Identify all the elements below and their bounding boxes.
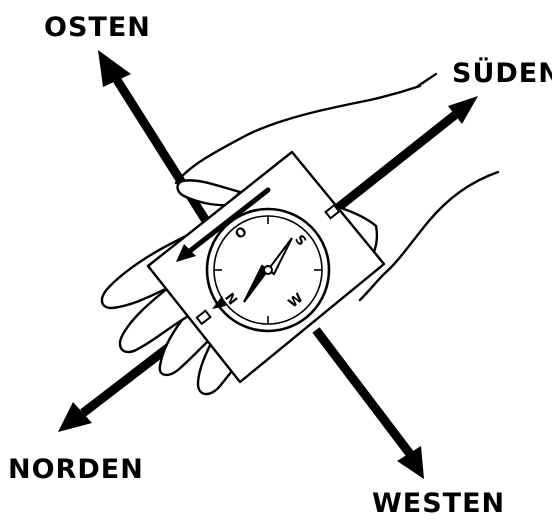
label-westen: WESTEN [372, 488, 505, 519]
compass-capsule: O S W N [207, 209, 329, 331]
arrow-westen [316, 330, 424, 479]
label-sueden: SÜDEN [452, 56, 552, 89]
label-norden: NORDEN [8, 454, 144, 485]
label-osten: OSTEN [44, 12, 151, 43]
